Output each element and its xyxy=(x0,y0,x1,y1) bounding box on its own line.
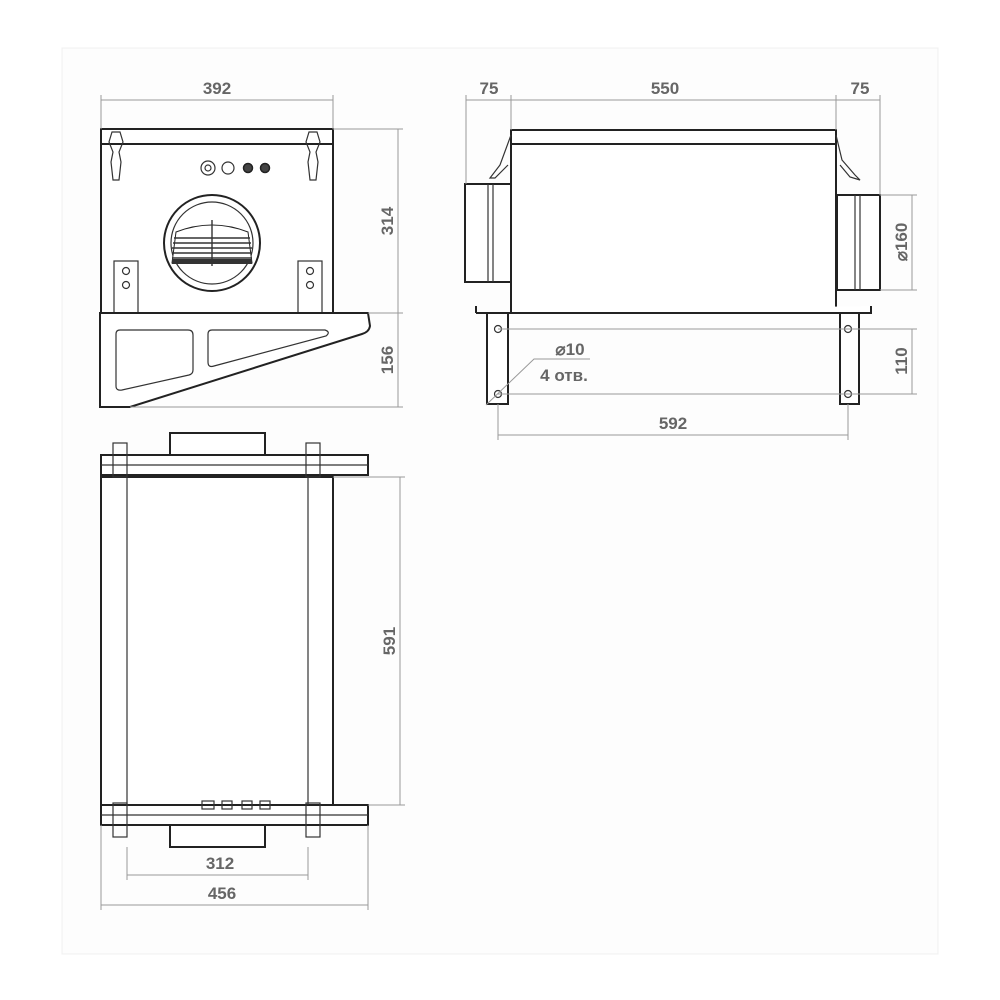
duct-bottom xyxy=(169,822,266,848)
dim-bracket-156: 156 xyxy=(378,346,397,374)
top-housing xyxy=(100,476,334,806)
dimension-lines xyxy=(100,95,403,408)
dim-width-392: 392 xyxy=(203,79,231,98)
duct-right xyxy=(836,194,881,291)
rail xyxy=(475,306,872,314)
latch-icon xyxy=(112,442,321,838)
dim-height-314: 314 xyxy=(378,206,397,235)
dim-inner-width-312: 312 xyxy=(206,854,234,873)
side-view: 75 550 75 ⌀160 110 592 ⌀10 4 отв. xyxy=(464,79,917,440)
connector-icons xyxy=(201,800,271,810)
connector-icons xyxy=(200,160,271,176)
dim-overall-width-456: 456 xyxy=(208,884,236,903)
dimension-lines xyxy=(465,95,917,440)
duct-outlet-grille xyxy=(163,194,261,292)
latch-icon xyxy=(108,131,321,181)
hole-count-label: 4 отв. xyxy=(540,366,588,385)
top-view: 591 312 456 xyxy=(100,432,405,910)
leg-right xyxy=(839,312,860,405)
duct-top xyxy=(169,432,266,458)
dim-body-550: 550 xyxy=(651,79,679,98)
side-housing xyxy=(510,129,837,314)
dim-leg-spacing-592: 592 xyxy=(659,414,687,433)
dimension-lines xyxy=(100,476,405,910)
dim-duct-diameter-160: ⌀160 xyxy=(892,223,911,262)
dim-length-591: 591 xyxy=(380,627,399,655)
latch-icon xyxy=(488,134,512,179)
front-view: 392 314 156 xyxy=(99,79,403,408)
dim-duct-right-75: 75 xyxy=(851,79,870,98)
dim-duct-left-75: 75 xyxy=(480,79,499,98)
latch-icon xyxy=(835,134,861,181)
hole-diameter-label: ⌀10 xyxy=(555,340,584,359)
dim-hole-spacing-110: 110 xyxy=(892,347,911,374)
